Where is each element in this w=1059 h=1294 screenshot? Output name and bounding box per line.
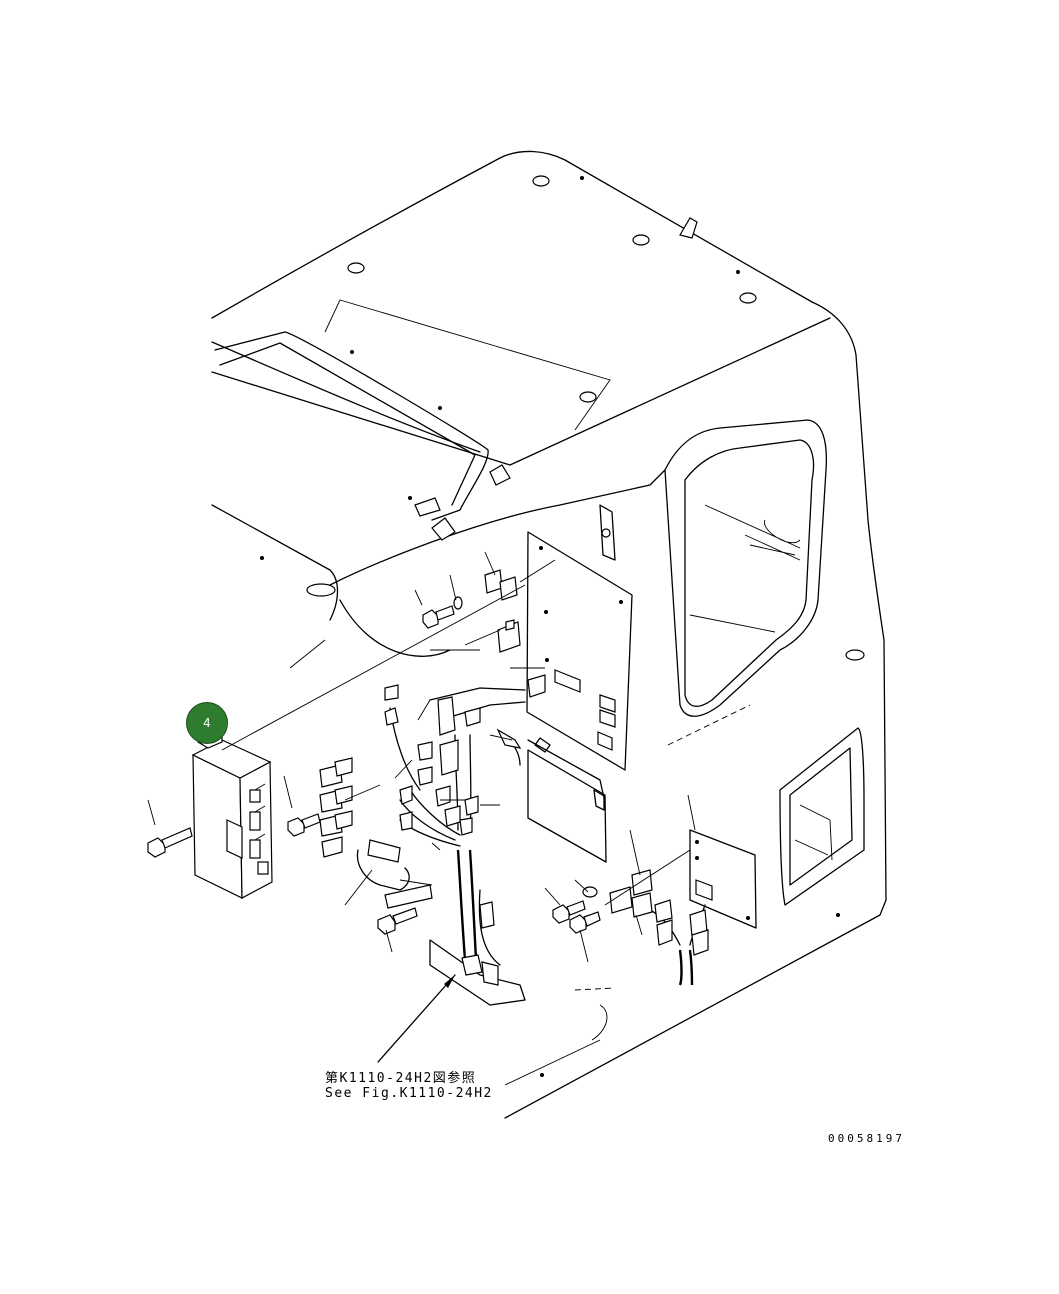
cab-outline <box>211 150 887 1119</box>
callout-badge-4[interactable]: 4 <box>186 702 228 744</box>
mounting-bracket-right <box>689 829 757 929</box>
bolts <box>147 596 601 935</box>
wiring-harness <box>356 687 706 1006</box>
relays-and-connectors <box>319 569 709 956</box>
controller-unit[interactable] <box>191 721 273 899</box>
leader-lines <box>147 551 696 1063</box>
callout-number: 4 <box>203 716 211 730</box>
drawing-number: 00058197 <box>828 1132 905 1145</box>
reference-note-en: See Fig.K1110-24H2 <box>325 1086 493 1101</box>
reference-note-jp: 第K1110-24H2図参照 <box>325 1071 477 1086</box>
mounting-bracket-lower <box>527 737 607 863</box>
mounting-bracket-upper <box>526 504 633 771</box>
roof-bolt-holes <box>260 175 865 1077</box>
